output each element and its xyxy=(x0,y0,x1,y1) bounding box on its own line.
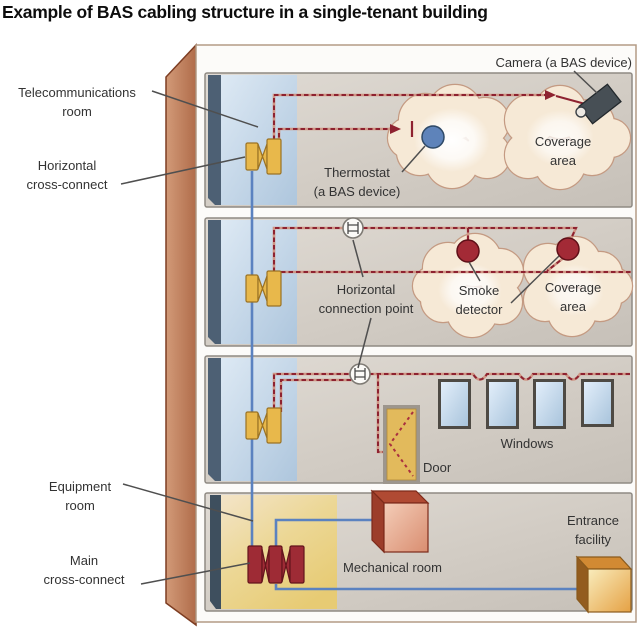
pointer-equipment-room xyxy=(122,483,254,522)
windows-group xyxy=(438,379,614,429)
coverage-area-floor2-label: Coverage area xyxy=(544,280,602,314)
mechanical-room-cube xyxy=(370,489,430,554)
windows-label: Windows xyxy=(500,436,554,451)
equipment-room-label: Equipment room xyxy=(48,479,112,513)
horizontal-cross-connect-icon-2 xyxy=(245,270,282,307)
pointer-smoke-right xyxy=(510,255,560,304)
pointer-thermostat xyxy=(401,145,426,173)
entrance-facility-cable xyxy=(274,584,585,591)
pointer-hcp-up xyxy=(352,239,364,278)
horizontal-connection-point-label: Horizontal connection point xyxy=(318,282,414,316)
telecommunications-room-label: Telecommunications room xyxy=(18,85,136,119)
door-label: Door xyxy=(423,460,452,475)
pointer-telecom-room xyxy=(151,90,259,128)
door-icon xyxy=(383,405,420,484)
mechanical-room-cable xyxy=(274,518,374,546)
camera-label: Camera (a BAS device) xyxy=(495,55,632,70)
thermostat-label: Thermostat (a BAS device) xyxy=(313,165,401,199)
pointer-camera xyxy=(573,70,598,94)
horizontal-cross-connect-label: Horizontal cross-connect xyxy=(26,158,108,192)
horizontal-cabling xyxy=(272,90,631,454)
entrance-facility-cube xyxy=(575,555,633,614)
pointer-hcp-down xyxy=(357,317,372,369)
smoke-detector-icon-1 xyxy=(456,239,480,263)
smoke-detector-label: Smoke detector xyxy=(455,283,503,317)
window-icon xyxy=(581,379,614,427)
camera-icon xyxy=(575,83,622,125)
pointer-horizontal-cross-connect xyxy=(120,156,246,185)
backbone-cabling xyxy=(250,171,585,591)
diagram-title: Example of BAS cabling structure in a si… xyxy=(2,2,488,22)
building-side-wall xyxy=(165,43,197,627)
cable-arrowhead xyxy=(390,124,401,134)
horizontal-cross-connect-icon-3 xyxy=(245,407,282,444)
pointer-main-cross-connect xyxy=(140,562,251,585)
window-icon xyxy=(438,379,471,429)
pointer-smoke-left xyxy=(468,261,481,282)
mechanical-room-label: Mechanical room xyxy=(343,560,442,575)
coverage-cloud-floor2-right xyxy=(522,235,634,338)
horizontal-connection-point-icon-1 xyxy=(342,217,364,239)
window-icon xyxy=(486,379,519,429)
pointer-lines xyxy=(120,70,598,585)
window-icon xyxy=(533,379,566,429)
thermostat-icon xyxy=(421,125,445,149)
telecom-room-3 xyxy=(208,358,297,481)
entrance-facility-label: Entrance facility xyxy=(566,513,620,547)
cable-arrowhead xyxy=(545,90,556,100)
horizontal-cross-connect-icon-1 xyxy=(245,138,282,175)
main-cross-connect-label: Main cross-connect xyxy=(43,553,125,587)
telecom-room-1 xyxy=(208,75,297,205)
horizontal-connection-point-icon-2 xyxy=(349,363,371,385)
smoke-detector-icon-2 xyxy=(556,237,580,261)
coverage-area-floor1-label: Coverage area xyxy=(534,134,592,168)
main-cross-connect-icon xyxy=(247,545,305,584)
